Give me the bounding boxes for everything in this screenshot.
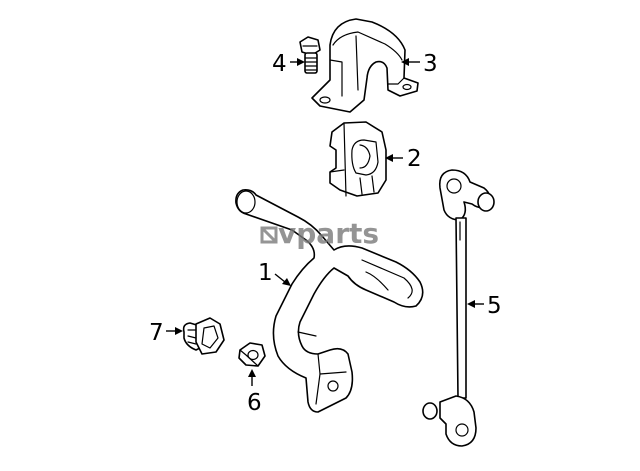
callout-4: 4 [272, 51, 305, 77]
callout-label-2: 2 [407, 146, 422, 172]
callout-3: 3 [401, 51, 438, 77]
callout-5: 5 [467, 293, 502, 319]
callout-label-6: 6 [247, 390, 262, 416]
nut-icon [238, 342, 266, 367]
stabilizer-link-icon [422, 169, 495, 447]
watermark: vparts [260, 217, 379, 250]
callout-label-7: 7 [149, 320, 164, 346]
bolt-icon [299, 36, 321, 74]
callout-7: 7 [149, 320, 183, 346]
callout-1: 1 [258, 260, 291, 286]
callout-label-4: 4 [272, 51, 287, 77]
callout-label-5: 5 [487, 293, 502, 319]
bolt-icon [182, 317, 225, 355]
callout-label-1: 1 [258, 260, 273, 286]
stabilizer-bar-icon [235, 189, 424, 413]
callout-6: 6 [247, 369, 262, 416]
bushing-icon [329, 121, 387, 197]
callout-label-3: 3 [423, 51, 438, 77]
bracket-icon [311, 18, 419, 113]
callout-2: 2 [385, 146, 422, 172]
watermark-text: vparts [278, 217, 379, 250]
watermark-logo-icon [260, 226, 278, 244]
